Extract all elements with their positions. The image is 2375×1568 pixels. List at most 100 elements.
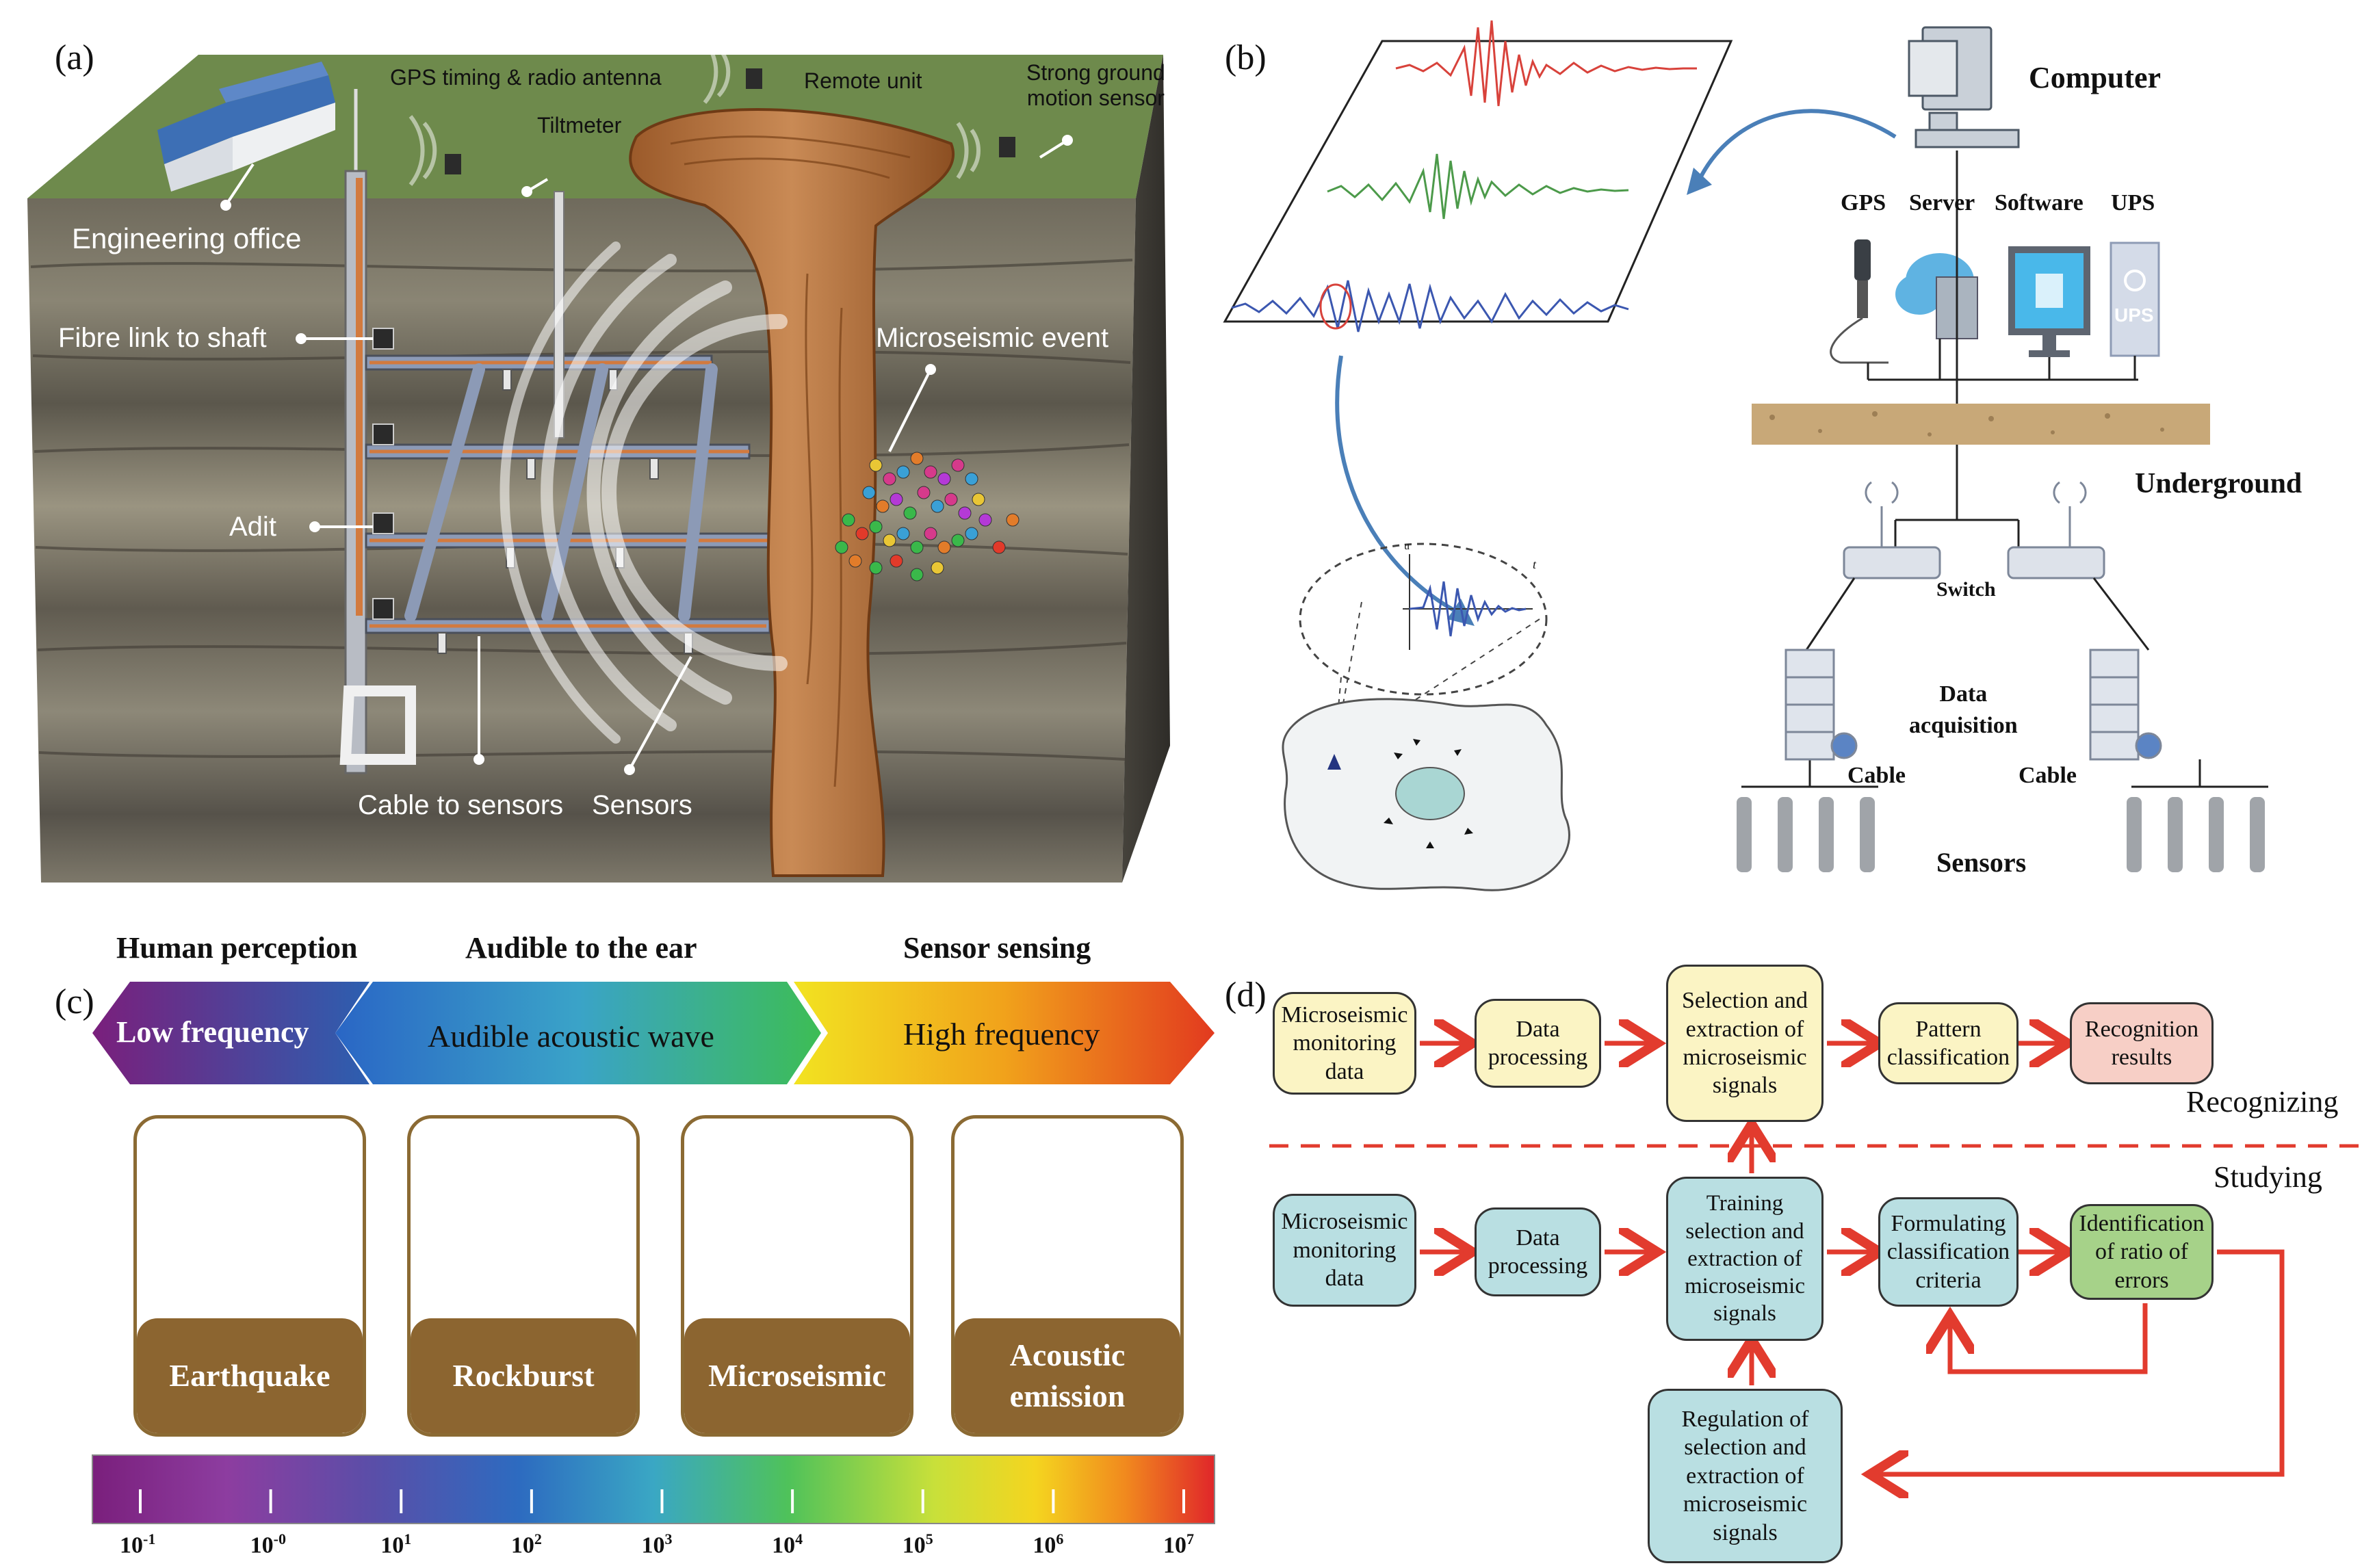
band-low-label: Low frequency bbox=[116, 1015, 309, 1049]
cable-right-label: Cable bbox=[2019, 763, 2077, 788]
tick-exponent: -1 bbox=[143, 1530, 156, 1547]
ups-badge: UPS bbox=[2114, 304, 2154, 326]
panel-a: (a) GPS timing & radio antenna Remote un… bbox=[0, 0, 1177, 903]
band-audible bbox=[335, 982, 821, 1084]
spectrum-tick-label: 10-0 bbox=[250, 1530, 286, 1558]
adit-label: Adit bbox=[229, 512, 276, 542]
cable-left-label: Cable bbox=[1847, 763, 1906, 788]
engineering-office-label: Engineering office bbox=[72, 222, 302, 254]
server-icon bbox=[1895, 253, 1978, 339]
daq-left bbox=[1785, 649, 1858, 761]
panel-a-letter: (a) bbox=[55, 38, 94, 77]
onset-marker bbox=[1319, 283, 1352, 330]
ore-body bbox=[629, 108, 955, 877]
microseismic-event-label: Microseismic event bbox=[876, 323, 1109, 353]
ups-icon bbox=[2110, 241, 2160, 357]
server-label: Server bbox=[1909, 190, 1975, 215]
tick-exponent: 5 bbox=[925, 1530, 933, 1547]
card-microseismic-label: Microseismic bbox=[684, 1318, 910, 1433]
top-box-recognition-results: Recognition results bbox=[2070, 1002, 2214, 1084]
gps-label: GPS bbox=[1841, 190, 1886, 215]
tick-exponent: 7 bbox=[1186, 1530, 1194, 1547]
tick-base: 10 bbox=[641, 1532, 665, 1558]
sensors-label-b: Sensors bbox=[1936, 847, 2027, 878]
computer-label: Computer bbox=[2029, 61, 2162, 94]
tick-base: 10 bbox=[380, 1532, 404, 1558]
soil-layer bbox=[1752, 404, 2210, 445]
daq-right bbox=[2089, 649, 2162, 761]
gps-antenna-label: GPS timing & radio antenna bbox=[390, 65, 662, 90]
tick-exponent: 4 bbox=[795, 1530, 803, 1547]
inset-axis-t: t bbox=[1533, 558, 1537, 571]
spectrum-ticks bbox=[139, 1489, 1185, 1513]
card-acoustic-emission-label: Acoustic emission bbox=[955, 1318, 1180, 1433]
waveform-red bbox=[1395, 20, 1697, 107]
workflow-arrows bbox=[1269, 917, 2367, 1568]
switch-right bbox=[2007, 506, 2105, 579]
panel-b-letter: (b) bbox=[1225, 38, 1267, 77]
tick-base: 10 bbox=[772, 1532, 796, 1558]
tick-base: 10 bbox=[120, 1532, 143, 1558]
header-sensor-sensing: Sensor sensing bbox=[903, 931, 1091, 965]
tick-base: 10 bbox=[250, 1532, 274, 1558]
top-box-pattern-classification: Pattern classification bbox=[1878, 1002, 2019, 1084]
sensors-label: Sensors bbox=[592, 790, 692, 820]
wave-arcs bbox=[499, 241, 788, 744]
gps-icon bbox=[1830, 239, 1889, 364]
spectrum-bar bbox=[92, 1454, 1215, 1524]
studying-label: Studying bbox=[2214, 1160, 2322, 1194]
panel-d-letter: (d) bbox=[1225, 976, 1267, 1015]
card-rockburst-label: Rockburst bbox=[411, 1318, 636, 1433]
tick-exponent: 2 bbox=[534, 1530, 542, 1547]
card-rockburst: Rockburst bbox=[407, 1115, 640, 1437]
bottom-box-training-selection: Training selection and extraction of mic… bbox=[1666, 1177, 1824, 1341]
card-acoustic-emission: Acoustic emission bbox=[951, 1115, 1184, 1437]
bottom-box-monitoring-data: Microseismic monitoring data bbox=[1273, 1194, 1416, 1307]
band-low bbox=[92, 982, 369, 1084]
bottom-box-formulating-criteria: Formulating classification criteria bbox=[1878, 1197, 2019, 1307]
data-acquisition-label: Data acquisition bbox=[1909, 681, 2018, 738]
tiltmeter-label: Tiltmeter bbox=[537, 113, 622, 138]
event-cluster bbox=[835, 452, 1020, 582]
card-microseismic: Microseismic bbox=[681, 1115, 913, 1437]
panel-d: (d) Microseismic monitoring data Data pr… bbox=[1204, 917, 2375, 1568]
top-box-selection-extraction: Selection and extraction of microseismic… bbox=[1666, 965, 1824, 1122]
inset-axis-u: u bbox=[1404, 540, 1410, 552]
spectrum-tick-label: 106 bbox=[1033, 1530, 1063, 1558]
band-audible-label: Audible acoustic wave bbox=[428, 1019, 714, 1054]
software-icon bbox=[2008, 246, 2090, 357]
header-human-perception: Human perception bbox=[116, 931, 358, 965]
bottom-box-data-processing: Data processing bbox=[1475, 1207, 1601, 1296]
strong-motion-label: Strong ground motion sensor bbox=[1026, 60, 1165, 110]
sensor-array-right bbox=[2127, 797, 2265, 872]
monitoring-system-diagram bbox=[1223, 20, 2268, 891]
fibre-link-label: Fibre link to shaft bbox=[58, 323, 267, 353]
header-audible: Audible to the ear bbox=[465, 931, 697, 965]
tick-base: 10 bbox=[1033, 1532, 1056, 1558]
remote-unit-label: Remote unit bbox=[804, 68, 922, 93]
mine-block-illustration bbox=[27, 40, 1170, 883]
panel-c: (c) Human perception Audible to the ear … bbox=[0, 917, 1232, 1568]
tick-exponent: -0 bbox=[273, 1530, 286, 1547]
band-high bbox=[794, 982, 1215, 1084]
regulation-box: Regulation of selection and extraction o… bbox=[1648, 1389, 1843, 1563]
waveform-green bbox=[1327, 153, 1629, 220]
card-earthquake: Earthquake bbox=[133, 1115, 366, 1437]
ups-label: UPS bbox=[2111, 190, 2155, 215]
tick-base: 10 bbox=[510, 1532, 534, 1558]
spectrum-tick-label: 104 bbox=[772, 1530, 803, 1558]
recognizing-label: Recognizing bbox=[2186, 1085, 2339, 1119]
card-earthquake-label: Earthquake bbox=[137, 1318, 363, 1433]
cable-to-sensors-label: Cable to sensors bbox=[358, 790, 564, 820]
spectrum-tick-label: 103 bbox=[642, 1530, 673, 1558]
switch-left bbox=[1843, 506, 1941, 579]
remote-unit-device bbox=[746, 68, 762, 89]
sensor-triangle bbox=[1327, 754, 1341, 770]
source-zone bbox=[1395, 767, 1465, 820]
strong-motion-device bbox=[999, 137, 1015, 157]
engineering-office-building bbox=[157, 62, 335, 192]
sensor-array-left bbox=[1737, 797, 1875, 872]
spectrum-tick-label: 102 bbox=[511, 1530, 542, 1558]
spectrum-tick-label: 101 bbox=[380, 1530, 411, 1558]
waveform-blue bbox=[1231, 280, 1629, 332]
